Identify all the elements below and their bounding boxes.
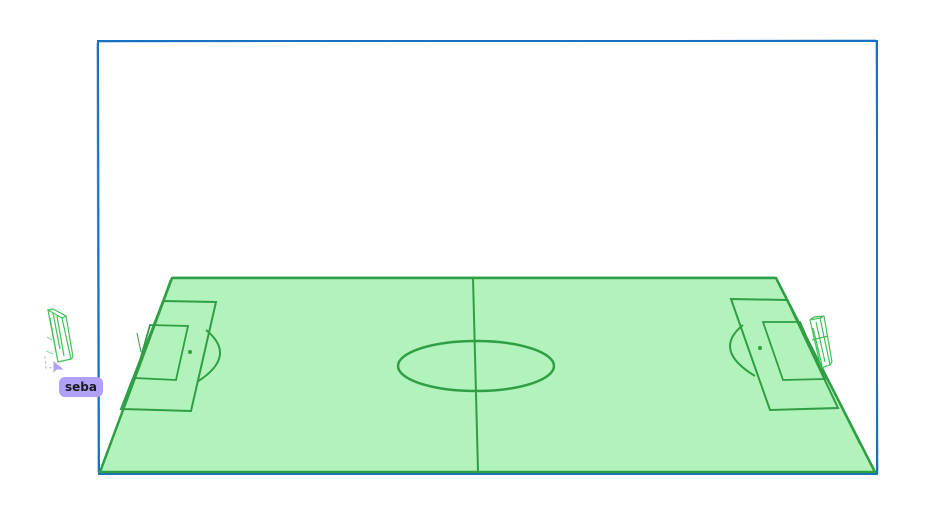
right-penalty-box (729, 297, 840, 412)
right-goal-box (761, 321, 827, 381)
right-penalty-arc (729, 324, 756, 377)
frame-rectangle[interactable] (96, 39, 879, 475)
center-circle (396, 339, 556, 393)
left-penalty-box (119, 299, 218, 413)
frame-stroke-sketch (96, 39, 879, 474)
left-penalty-arc (196, 329, 222, 383)
collaborator-badge: seba (59, 377, 103, 397)
left-touch-mark (136, 332, 142, 353)
right-penalty-spot (758, 346, 762, 350)
left-penalty-spot (188, 350, 192, 354)
soccer-field[interactable] (98, 276, 877, 474)
halfway-line (472, 277, 479, 472)
right-goal-icon[interactable] (809, 315, 833, 369)
left-goal-box (133, 324, 190, 381)
pointer-arrow-icon (52, 358, 67, 376)
